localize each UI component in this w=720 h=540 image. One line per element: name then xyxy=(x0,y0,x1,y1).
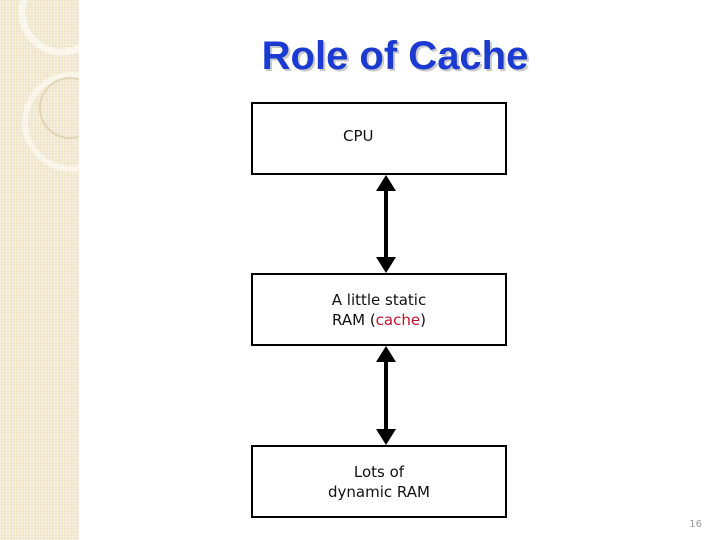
cache-highlight: cache xyxy=(375,310,421,329)
ram-label-line1: Lots of xyxy=(353,462,405,481)
cpu-cache-arrow xyxy=(376,175,396,273)
decorative-circles xyxy=(18,0,79,172)
ram-label: Lots of dynamic RAM xyxy=(328,462,430,502)
cache-label-line2-post: ) xyxy=(420,310,426,329)
cache-label: A little static RAM (cache) xyxy=(332,290,426,330)
cache-box: A little static RAM (cache) xyxy=(251,273,507,346)
cpu-label: CPU xyxy=(343,127,374,145)
slide-title: Role of Cache xyxy=(261,34,529,78)
ram-box: Lots of dynamic RAM xyxy=(251,445,507,518)
cache-label-line1: A little static xyxy=(331,290,427,309)
cache-ram-arrow xyxy=(376,346,396,445)
cache-label-line2-pre: RAM ( xyxy=(332,310,376,329)
decorative-sidebar xyxy=(0,0,79,540)
ram-label-line2: dynamic RAM xyxy=(328,482,430,501)
cpu-box: CPU xyxy=(251,102,507,175)
page-number: 16 xyxy=(689,519,702,530)
